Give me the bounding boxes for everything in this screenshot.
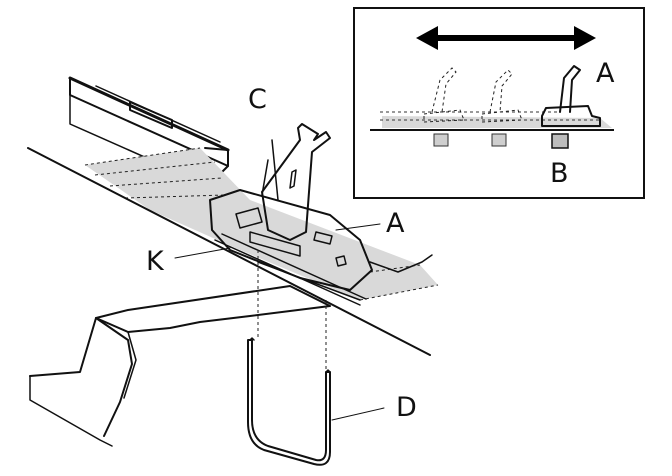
mounting-plate-a — [209, 189, 433, 301]
label-c: C — [248, 84, 267, 115]
double-arrow-icon — [416, 26, 596, 50]
inset-label-b: B — [550, 158, 569, 189]
anchor-bracket-c — [261, 123, 331, 241]
u-bolt-d — [247, 337, 331, 466]
label-a: A — [386, 208, 405, 239]
slide-rail — [68, 76, 230, 187]
floor-cross-member — [29, 285, 331, 447]
alignment-lines — [257, 250, 327, 372]
inset-label-a: A — [596, 58, 615, 89]
inset-detail: A B — [353, 7, 645, 199]
label-k: K — [146, 246, 165, 277]
inset-anchor-solid — [541, 65, 601, 149]
inset-anchor-ghost-2 — [481, 69, 523, 147]
inset-anchor-ghost-1 — [423, 67, 465, 147]
label-d: D — [396, 392, 417, 423]
leader-lines — [174, 223, 385, 421]
floor-carpet — [84, 147, 439, 301]
